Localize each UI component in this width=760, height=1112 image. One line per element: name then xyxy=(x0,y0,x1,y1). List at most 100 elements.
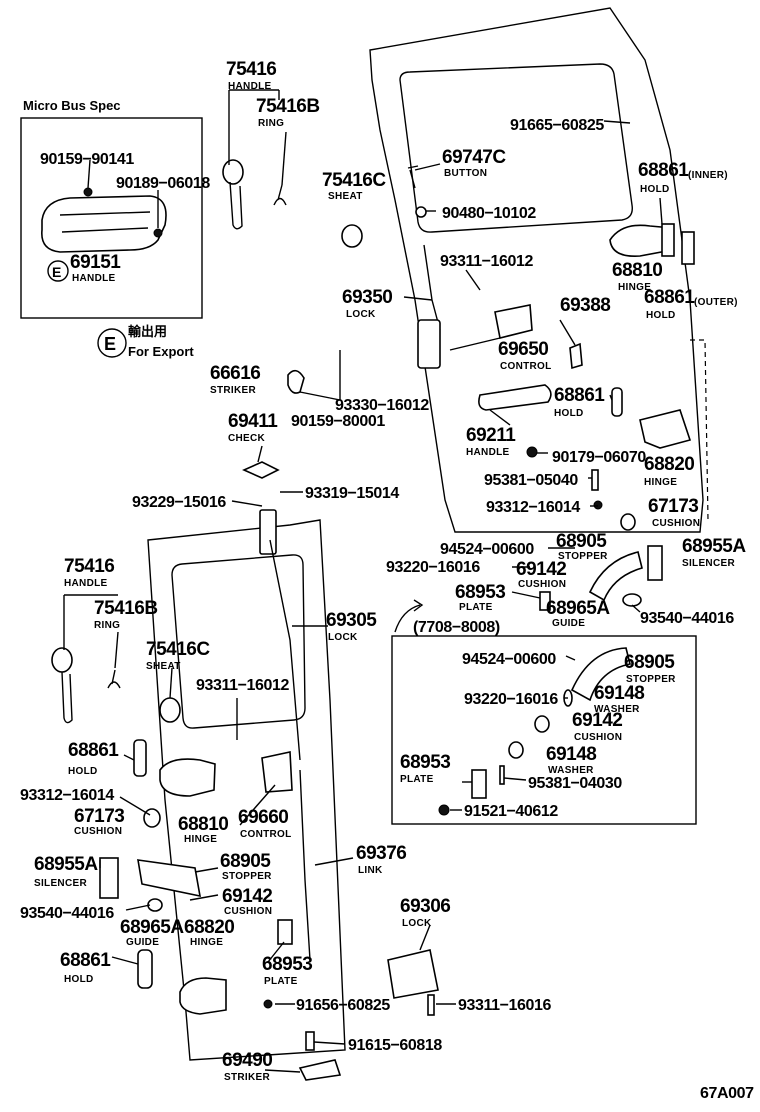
part-caption-69148-box2: WASHER xyxy=(548,765,594,776)
part-caption-75416b-top: RING xyxy=(258,118,284,129)
part-caption-66616: STRIKER xyxy=(210,385,256,396)
part-caption-68905-box: STOPPER xyxy=(626,674,676,685)
part-number-68905-bot: 68905 xyxy=(220,851,271,872)
part-number-68861-bot1: 68861 xyxy=(68,740,119,761)
part-number-69151: 69151 xyxy=(70,252,121,273)
plate-68953-box-part xyxy=(471,769,487,799)
part-number-93312-16014-bot: 93312−16014 xyxy=(20,787,114,804)
part-number-93220-16016-box: 93220−16016 xyxy=(464,691,558,708)
part-number-68861-inner: 68861 xyxy=(638,160,689,181)
part-number-68905-top: 68905 xyxy=(556,531,607,552)
callout-69388: 69388 xyxy=(560,295,611,316)
part-number-91615-60818: 91615−60818 xyxy=(348,1037,442,1054)
callout-93312-16014-bot: 93312−16014 xyxy=(20,787,115,804)
part-number-68820-top: 68820 xyxy=(644,454,694,475)
part-number-95381-04030: 95381−04030 xyxy=(528,775,622,792)
screw-91521-40612-part xyxy=(438,804,450,816)
hinge-68820-top-part xyxy=(639,409,692,449)
callout-90480-10102: 90480−10102 xyxy=(442,205,537,222)
part-number-68953-box: 68953 xyxy=(400,752,450,773)
part-caption-68820-top: HINGE xyxy=(644,477,677,488)
callout-90159-80001: 90159−80001 xyxy=(291,413,386,430)
part-caption-69142-top: CUSHION xyxy=(518,579,566,590)
callout-68861-outer: 68861(OUTER) xyxy=(644,287,738,308)
part-labels: 75416HANDLE75416BRING90159−9014190189−06… xyxy=(20,59,747,1083)
screw-90159-90141-part xyxy=(83,187,93,197)
callout-91615-60818: 91615−60818 xyxy=(348,1037,443,1054)
part-number-93229-15016: 93229−15016 xyxy=(132,494,226,511)
part-number-69306: 69306 xyxy=(400,896,450,917)
part-number-69142-box: 69142 xyxy=(572,710,622,731)
part-caption-68861-outer: (OUTER) xyxy=(694,297,738,308)
handle-75416-top-part xyxy=(222,159,244,230)
callout-95381-04030: 95381−04030 xyxy=(528,775,623,792)
date-range-box xyxy=(391,635,697,825)
part-number-75416b-bot: 75416B xyxy=(94,598,158,619)
part-caption-69411: CHECK xyxy=(228,433,266,444)
bolt-93311-16016-part xyxy=(427,994,435,1016)
nut-90179-06070-part xyxy=(526,446,538,458)
bolt-91615-60818-part xyxy=(305,1031,315,1051)
leader-lines xyxy=(63,89,663,1073)
pin-95381-05040-part xyxy=(591,469,599,491)
part-number-93319-15014: 93319−15014 xyxy=(305,485,399,502)
hold-68861-outer-part xyxy=(681,231,695,265)
handle-69151-part xyxy=(41,195,167,253)
part-number-75416-bot: 75416 xyxy=(64,556,114,577)
part-caption-75416-bot: HANDLE xyxy=(64,578,107,589)
callout-93220-16016-top: 93220−16016 xyxy=(386,559,481,576)
callout-93540-44016-top: 93540−44016 xyxy=(640,610,735,627)
guide-68965a-top-part xyxy=(622,593,642,607)
part-number-94524-00600-top: 94524−00600 xyxy=(440,541,534,558)
stopper-68905-bot-part xyxy=(137,859,201,898)
callout-93330-16012: 93330−16012 xyxy=(335,397,430,414)
lock-69350-part xyxy=(417,319,441,369)
part-number-68955a-top: 68955A xyxy=(682,536,746,557)
lock-rod-69305-part xyxy=(269,539,301,761)
plate-68953-top-part xyxy=(539,591,551,611)
screw-93312-16014-top-part xyxy=(593,500,603,510)
part-caption-69142-bot: CUSHION xyxy=(224,906,272,917)
part-number-67173-top: 67173 xyxy=(648,496,698,517)
callout-95381-05040: 95381−05040 xyxy=(484,472,579,489)
part-number-69376: 69376 xyxy=(356,843,406,864)
part-caption-68965a-bot: GUIDE xyxy=(126,937,159,948)
part-number-69411: 69411 xyxy=(228,411,278,432)
part-number-75416c-bot: 75416C xyxy=(146,639,210,660)
stopper-68905-top-part xyxy=(588,551,643,602)
part-number-68861-bot2: 68861 xyxy=(60,950,111,971)
part-number-93540-44016-top: 93540−44016 xyxy=(640,610,734,627)
part-number-67173-bot: 67173 xyxy=(74,806,124,827)
part-caption-75416c-top: SHEAT xyxy=(328,191,363,202)
control-69650-part xyxy=(494,304,533,339)
part-caption-69350: LOCK xyxy=(346,309,376,320)
guide-68965a-bot-part xyxy=(147,898,163,912)
hold-68861-inner-part xyxy=(661,223,675,257)
hold-68861-bot1-part xyxy=(133,739,147,777)
callout-94524-00600-top: 94524−00600 xyxy=(440,541,535,558)
silencer-68955a-bot-part xyxy=(99,857,119,899)
handle-75416-bot-part xyxy=(51,647,73,724)
part-number-91656-60825: 91656−60825 xyxy=(296,997,390,1014)
part-caption-69305: LOCK xyxy=(328,632,358,643)
control-69660-part xyxy=(261,751,293,793)
